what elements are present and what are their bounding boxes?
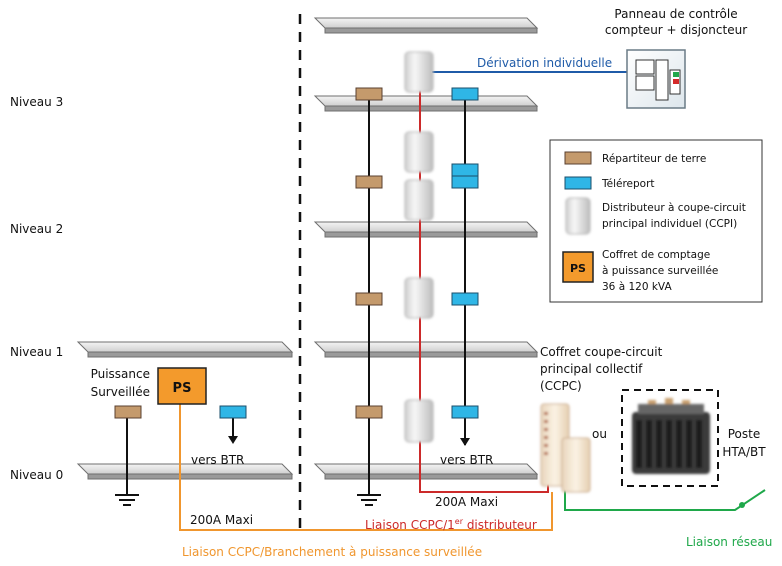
ps-label-1: Puissance: [91, 367, 150, 381]
ccpi-box: [404, 277, 434, 319]
arrow-down-icon: [228, 418, 238, 444]
vers-btr-right-label: vers BTR: [440, 453, 493, 467]
liaison-reseau-line: [564, 470, 766, 511]
legend-repartiteur-swatch: [564, 151, 592, 165]
reseau-junction-dot: [739, 502, 745, 508]
ccpc-label-1: Coffret coupe-circuit: [540, 345, 663, 359]
liaison-ccpc-1er-distributeur-line: [419, 478, 549, 493]
poste-htabt-frame: [621, 389, 719, 487]
telereport-block: [219, 405, 247, 419]
level-2-label: Niveau 2: [10, 222, 63, 236]
telereport-block: [451, 405, 479, 419]
telereport-block: [451, 175, 479, 189]
poste-label-2: HTA/BT: [722, 445, 766, 459]
repartiteur-terre-block: [355, 405, 383, 419]
poste-label-1: Poste: [728, 427, 761, 441]
slab-top-roof: [313, 17, 539, 34]
arrow-down-icon: [460, 438, 470, 446]
ccpi-box: [404, 51, 434, 93]
repartiteur-terre-block: [114, 405, 142, 419]
liaison-reseau-label: Liaison réseau: [686, 535, 772, 549]
telereport-block: [451, 87, 479, 101]
transformer-icon: [632, 398, 710, 474]
ou-label: ou: [592, 427, 607, 441]
level-0-label: Niveau 0: [10, 468, 63, 482]
slab-level-2: [313, 221, 539, 238]
ps-box-label: PS: [173, 381, 192, 396]
repartiteur-terre-block: [355, 292, 383, 306]
ccpi-box: [404, 131, 434, 173]
liaison-ccpc-1er-label: Liaison CCPC/1er distributeur: [365, 517, 537, 532]
level-3-label: Niveau 3: [10, 95, 63, 109]
legend-ccpi-label-2: principal individuel (CCPI): [602, 218, 737, 230]
max-left-label: 200A Maxi: [190, 513, 253, 527]
max-right-label: 200A Maxi: [435, 495, 498, 509]
level-1-label: Niveau 1: [10, 345, 63, 359]
legend-ps-label-1: Coffret de comptage: [602, 249, 710, 261]
slab-level-0-right: [313, 463, 539, 480]
ps-label-2: Surveillée: [91, 385, 150, 399]
repartiteur-terre-block: [355, 87, 383, 101]
ground-icon: [115, 494, 139, 506]
telereport-block: [451, 292, 479, 306]
legend-ccpi-label-1: Distributeur à coupe-circuit: [602, 202, 746, 214]
legend-panel: Répartiteur de terre Téléreport Distribu…: [549, 139, 763, 303]
legend-ccpi-swatch: [565, 197, 591, 235]
telereport-block: [451, 163, 479, 177]
legend-ps-label-2: à puissance surveillée: [602, 265, 718, 277]
legend-telereport-label: Téléreport: [601, 178, 655, 190]
repartiteur-terre-block: [355, 175, 383, 189]
ccpc-box: [540, 403, 591, 493]
legend-telereport-swatch: [564, 176, 592, 190]
control-panel-title-1: Panneau de contrôle: [614, 7, 737, 21]
slab-level-3: [313, 95, 539, 112]
control-panel-box: [626, 49, 686, 109]
liaison-branchement-label: Liaison CCPC/Branchement à puissance sur…: [182, 545, 482, 559]
legend-ps-label-3: 36 à 120 kVA: [602, 281, 672, 293]
legend-repartiteur-label: Répartiteur de terre: [602, 153, 706, 165]
vers-btr-left-label: vers BTR: [191, 453, 244, 467]
slab-level-1-left: [76, 341, 294, 358]
ccpc-label-2: principal collectif: [540, 362, 643, 376]
legend-ps-swatch: [562, 251, 594, 283]
legend-ps-badge: PS: [570, 262, 586, 275]
control-panel-title-2: compteur + disjoncteur: [605, 23, 747, 37]
ps-box: PS: [157, 367, 207, 405]
derivation-label: Dérivation individuelle: [477, 56, 612, 70]
liaison-branchement-ps-line: [179, 404, 553, 531]
ccpc-label-3: (CCPC): [540, 379, 582, 393]
ground-icon: [357, 494, 381, 506]
slab-level-0-left: [76, 463, 294, 480]
ccpi-box: [404, 179, 434, 221]
ccpi-box: [404, 399, 434, 443]
slab-level-1-right: [313, 341, 539, 358]
